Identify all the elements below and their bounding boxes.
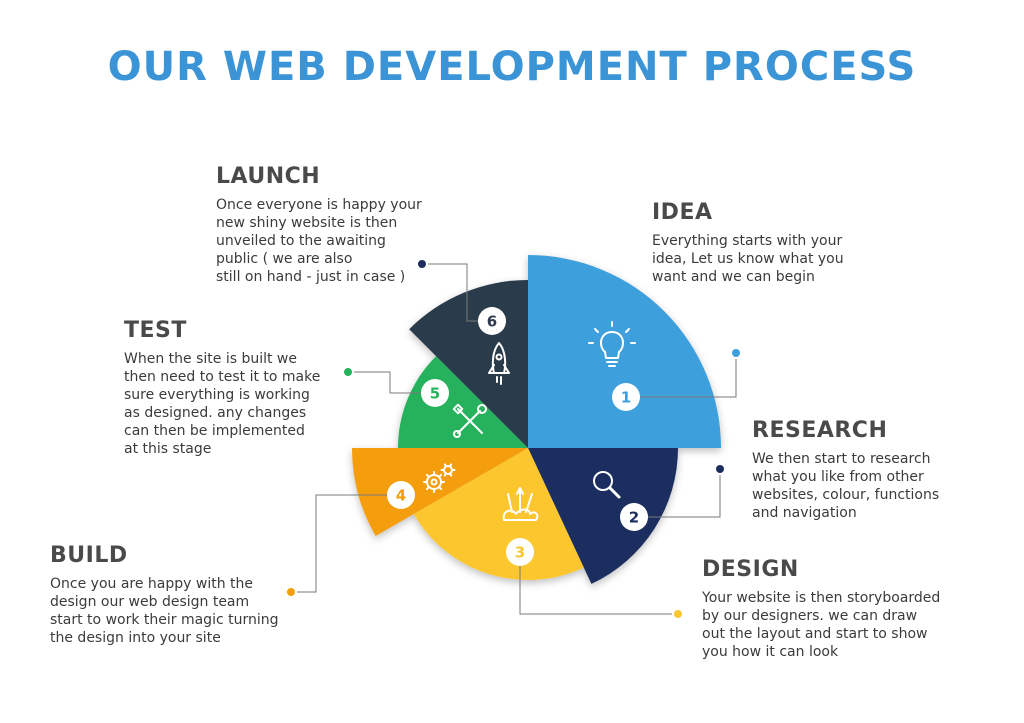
text-line: design our web design team: [50, 594, 250, 610]
text-line: start to work their magic turning: [50, 612, 279, 628]
text-line: idea, Let us know what you: [652, 251, 844, 267]
step-number-3: 3: [515, 544, 525, 562]
step-test-block: TEST When the site is built we then need…: [124, 318, 320, 458]
step-number-5: 5: [430, 385, 440, 403]
connector-idea: [626, 353, 737, 398]
step-design-block: DESIGN Your website is then storyboarded…: [702, 557, 940, 661]
segment-idea: [528, 255, 721, 448]
step-test-text: When the site is built we then need to t…: [124, 350, 320, 458]
text-line: When the site is built we: [124, 351, 297, 367]
text-line: by our designers. we can draw: [702, 608, 918, 624]
step-number-badge: [612, 383, 640, 411]
connector-test-dot: [342, 366, 354, 378]
rocket-icon: [488, 342, 510, 385]
text-line: can then be implemented: [124, 423, 305, 439]
connector-research-dot: [714, 463, 726, 475]
segment-design: [413, 448, 584, 580]
tools-icon: [452, 403, 487, 438]
text-line: unveiled to the awaiting: [216, 233, 386, 249]
text-line: Once you are happy with the: [50, 576, 254, 592]
text-line: out the layout and start to show: [702, 626, 928, 642]
step-number-badge: [421, 379, 449, 407]
page-title: OUR WEB DEVELOPMENT PROCESS: [107, 44, 917, 90]
step-number-badge: [387, 481, 415, 509]
text-line: you how it can look: [702, 644, 839, 660]
connector-idea-dot: [730, 347, 742, 359]
connector-design-dot: [672, 608, 684, 620]
connector-test: [348, 371, 435, 394]
step-number-badge: [620, 503, 648, 531]
connector-research: [634, 469, 721, 518]
text-line: Everything starts with your: [652, 233, 843, 249]
step-research-block: RESEARCH We then start to research what …: [752, 418, 939, 522]
step-build-text: Once you are happy with the design our w…: [50, 575, 279, 647]
text-line: the design into your site: [50, 630, 221, 646]
step-launch-title: LAUNCH: [216, 164, 321, 189]
step-number-2: 2: [629, 509, 639, 527]
text-line: websites, colour, functions: [752, 487, 940, 503]
step-build-title: BUILD: [50, 543, 128, 568]
step-number-badge: [506, 538, 534, 566]
gears-icon: [423, 463, 456, 493]
text-line: new shiny website is then: [216, 215, 398, 231]
connector-build-dot: [285, 586, 297, 598]
text-line: then need to test it to make: [124, 369, 321, 385]
pie-segments: [352, 255, 721, 584]
step-build-block: BUILD Once you are happy with the design…: [50, 543, 279, 647]
step-research-text: We then start to research what you like …: [752, 450, 939, 522]
text-line: Your website is then storyboarded: [702, 590, 941, 606]
text-line: what you like from other: [752, 469, 924, 485]
step-design-title: DESIGN: [702, 557, 799, 582]
connector-build: [291, 494, 401, 593]
text-line: public ( we are also: [216, 251, 353, 267]
text-line: as designed. any changes: [124, 405, 307, 421]
magnifier-icon: [593, 471, 621, 499]
segment-test: [398, 356, 528, 448]
text-line: at this stage: [124, 441, 212, 457]
step-research-title: RESEARCH: [752, 418, 888, 443]
pencils-icon: [502, 487, 539, 521]
text-line: still on hand - just in case ): [216, 269, 406, 285]
step-design-text: Your website is then storyboarded by our…: [702, 589, 940, 661]
step-idea-block: IDEA Everything starts with your idea, L…: [652, 200, 844, 286]
step-idea-title: IDEA: [652, 200, 713, 225]
step-number-badge: [478, 307, 506, 335]
text-line: and navigation: [752, 505, 857, 521]
segment-research: [528, 448, 678, 584]
text-line: We then start to research: [752, 451, 931, 467]
text-line: sure everything is working: [124, 387, 310, 403]
step-number-6: 6: [487, 313, 497, 331]
step-launch-block: LAUNCH Once everyone is happy your new s…: [216, 164, 422, 286]
segment-build: [352, 448, 528, 536]
step-idea-text: Everything starts with your idea, Let us…: [652, 232, 844, 286]
text-line: want and we can begin: [652, 269, 815, 285]
step-number-1: 1: [621, 389, 631, 407]
step-launch-text: Once everyone is happy your new shiny we…: [216, 196, 422, 286]
connector-launch-dot: [416, 258, 428, 270]
connector-design: [519, 552, 678, 615]
lightbulb-icon: [588, 321, 636, 367]
step-number-4: 4: [396, 487, 406, 505]
text-line: Once everyone is happy your: [216, 197, 422, 213]
step-test-title: TEST: [124, 318, 187, 343]
